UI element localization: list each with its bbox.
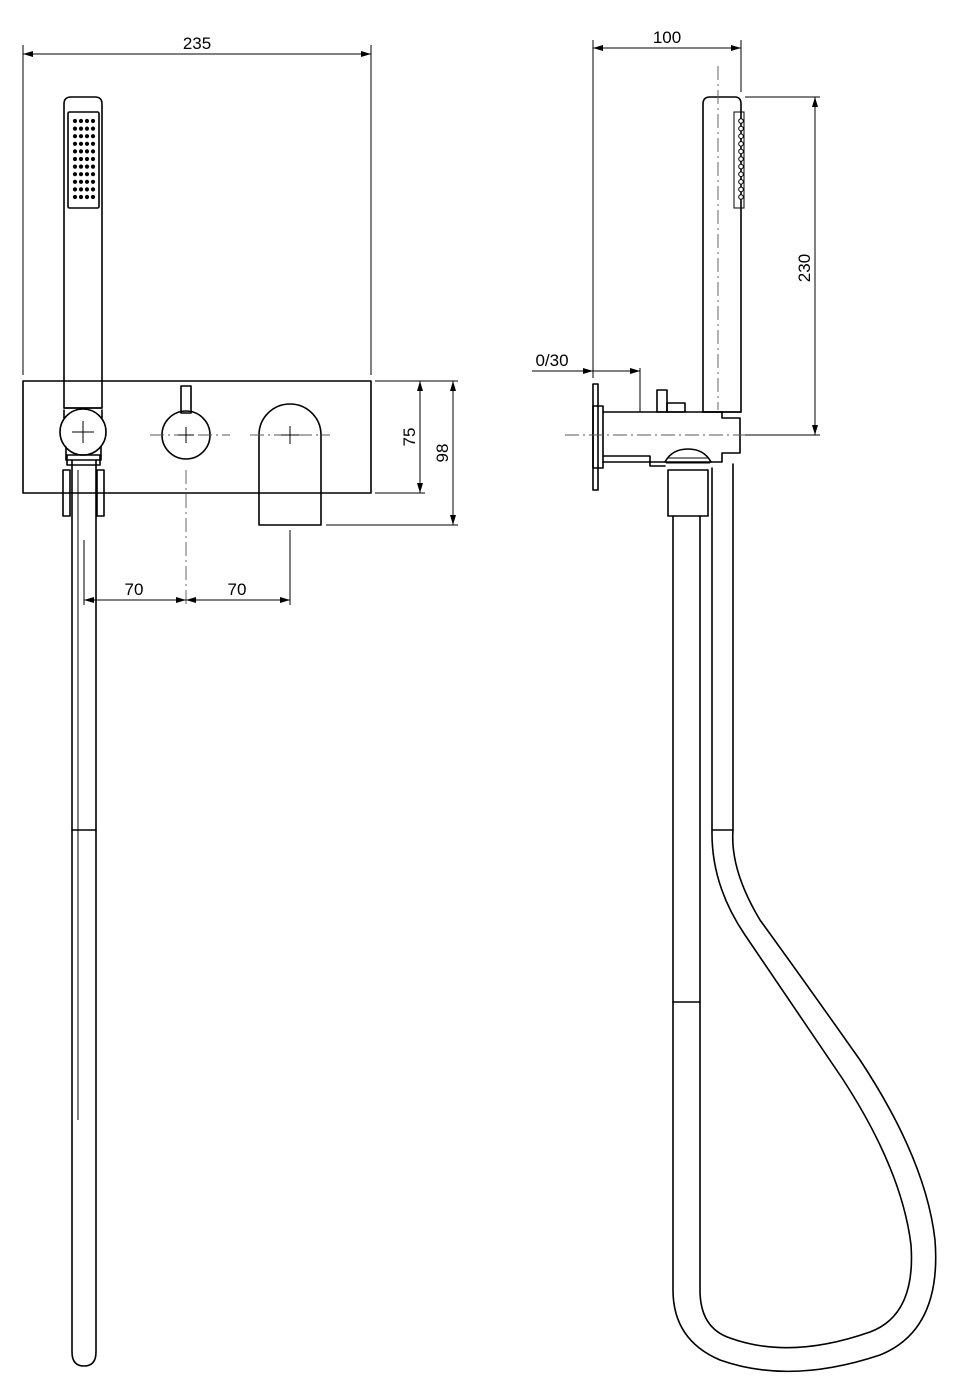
dimension-overall-width: 235 <box>22 34 372 375</box>
spray-nozzles-side <box>738 118 744 200</box>
side-view: 100 0/30 230 <box>532 28 937 1373</box>
spray-nozzles <box>72 118 96 200</box>
dimension-label-70-left: 70 <box>125 580 144 599</box>
dimension-label-98: 98 <box>433 444 452 463</box>
dimension-label-230: 230 <box>795 254 814 282</box>
dimension-label-100: 100 <box>653 28 681 47</box>
dimension-handshower-length: 230 <box>745 96 820 436</box>
dimension-projection: 100 <box>592 28 742 378</box>
dimension-center-spacing: 70 70 <box>84 580 290 603</box>
hand-shower-front <box>59 96 107 517</box>
dimension-heights: 75 98 <box>326 380 458 526</box>
spout <box>250 403 330 526</box>
holder-side <box>565 383 760 517</box>
hose-side <box>672 463 937 1373</box>
dimension-adjust: 0/30 <box>532 351 641 412</box>
dimension-label-75: 75 <box>400 428 419 447</box>
hose-front <box>71 459 97 1367</box>
wall-plate <box>22 380 372 494</box>
dimension-label-70-right: 70 <box>228 580 247 599</box>
mixer-knob <box>150 385 230 460</box>
dimension-label-0-30: 0/30 <box>535 351 568 370</box>
dimension-label-235: 235 <box>183 34 211 53</box>
front-view: 235 70 70 75 98 <box>22 34 458 1367</box>
hand-shower-side <box>702 96 745 413</box>
